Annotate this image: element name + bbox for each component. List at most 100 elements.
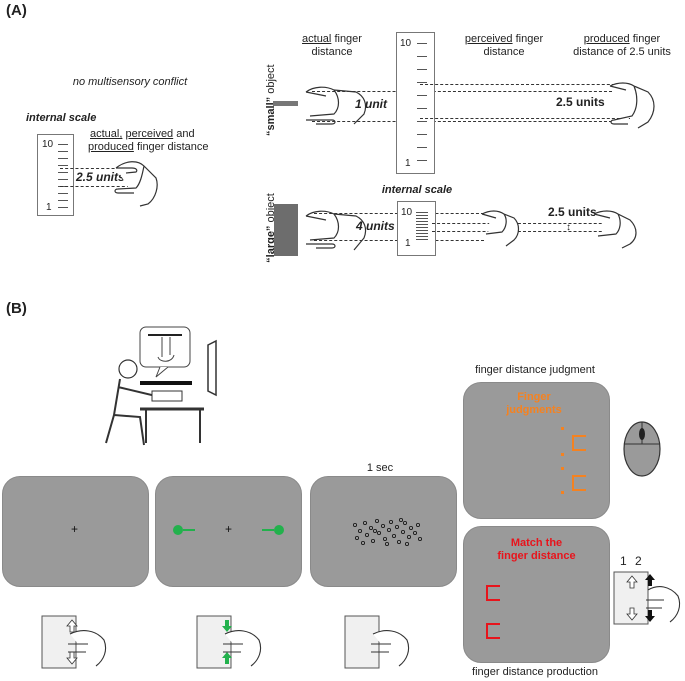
screen-finger-judgment: Finger judgments [463,382,610,519]
and-word: and [176,128,195,140]
small-perceived-dash-top [420,84,630,85]
two-five-units-top-label: 2.5 units [556,95,605,109]
scale-tick [416,230,428,231]
col-produced-finger: finger [632,33,661,45]
four-units-label: 4 units [356,219,395,233]
col-actual-distance: distance [311,46,353,58]
scale-tick [417,43,427,44]
mouse-icon [623,421,661,477]
col-perceived-distance: distance [483,46,525,58]
large-perceived-dash-top [432,223,622,224]
hand-icon [305,86,367,125]
scale-tick [58,207,68,208]
right-internal-scale: 10 1 [396,32,435,174]
finger-distance-word: finger distance [136,141,209,153]
hand-icon [481,210,520,247]
col-actual-heading: actual finger distance [292,33,372,59]
small-internal-scale: 10 1 [397,201,436,256]
one-sec-label: 1 sec [366,462,394,474]
screen-dot-cloud [310,476,457,587]
scale-tick [58,200,68,201]
large-object [274,204,298,256]
scale-tick [416,218,428,219]
scale-tick [417,147,427,148]
small-dash-bottom [312,121,612,122]
scale-tick [417,95,427,96]
small-perceived-dash-bottom [420,118,630,119]
col-perceived-heading: perceived finger distance [458,33,550,59]
small-scale-bottom-label: 1 [405,238,411,249]
scale-tick [58,144,68,145]
scale-tick [58,193,68,194]
left-scale-top-label: 10 [42,139,54,150]
green-arrow-left [262,529,274,531]
screen-green-cues: + [155,476,302,587]
judgments-word: judgments [506,404,562,416]
scale-tick [416,236,428,237]
hand-icon [609,82,655,129]
green-dot-right [274,525,284,535]
scale-tick [416,227,428,228]
scale-tick [58,158,68,159]
orange-dot [561,427,564,430]
panel-a-label: (A) [6,2,27,19]
red-bracket-bottom [486,623,500,639]
button-box-fixation [41,615,107,669]
screen-fixation: + [2,476,149,587]
dot-cloud-pattern [353,517,423,546]
col-actual-word: actual [302,33,332,45]
scale-tick [416,224,428,225]
col-produced-word: produced [583,33,630,45]
internal-scale-right-label: internal scale [381,184,453,196]
produced-word: produced [88,141,134,153]
left-scale-bottom-label: 1 [46,202,52,213]
scale-tick [417,108,427,109]
scale-tick [416,239,428,240]
col-produced-distance: distance of 2.5 units [573,46,671,58]
scale-tick [58,172,68,173]
right-scale-bottom-label: 1 [405,158,411,169]
match-text: Match the finger distance [474,537,599,563]
right-scale-top-label: 10 [400,38,412,49]
key-2-label: 2 [635,554,642,568]
double-arrow-icon: ↕ [566,222,571,233]
scale-tick [417,134,427,135]
green-arrow-right [183,529,195,531]
hand-icon [114,161,158,207]
scale-tick [417,82,427,83]
judgment-title: finger distance judgment [475,364,595,376]
screen-finger-production: Match the finger distance [463,526,610,663]
two-five-units-bottom-label: 2.5 units [548,205,597,219]
scale-tick [416,215,428,216]
scale-tick [417,56,427,57]
fixation-cross: + [225,522,233,536]
left-internal-scale: 10 1 [37,134,74,216]
small-dash-top [312,91,612,92]
match-the-word: Match the [510,537,563,549]
left-units-label: 2.5 units [76,170,125,184]
small-object [273,101,298,106]
green-dot-left [173,525,183,535]
finger-word: Finger [517,391,551,403]
actual-word: actual, [90,128,123,140]
scale-tick [417,160,427,161]
orange-dot [561,467,564,470]
button-box-dots [344,615,410,669]
panel-b-label: (B) [6,300,27,317]
perceived-word: perceived [125,128,174,140]
small-obj: object [265,64,277,94]
no-conflict-label: no multisensory conflict [72,76,188,88]
participant-setup-illustration [105,326,217,446]
hand-icon [593,210,637,249]
fixation-cross: + [71,522,79,536]
col-produced-heading: produced finger distance of 2.5 units [562,33,682,59]
scale-tick [417,69,427,70]
scale-tick [416,212,428,213]
orange-dot [561,491,564,494]
small-scale-top-label: 10 [401,207,413,218]
col-perceived-finger: finger [515,33,544,45]
scale-tick [416,221,428,222]
finger-distance-word: finger distance [497,550,576,562]
production-title: finger distance production [472,666,598,678]
key-1-label: 1 [620,554,627,568]
